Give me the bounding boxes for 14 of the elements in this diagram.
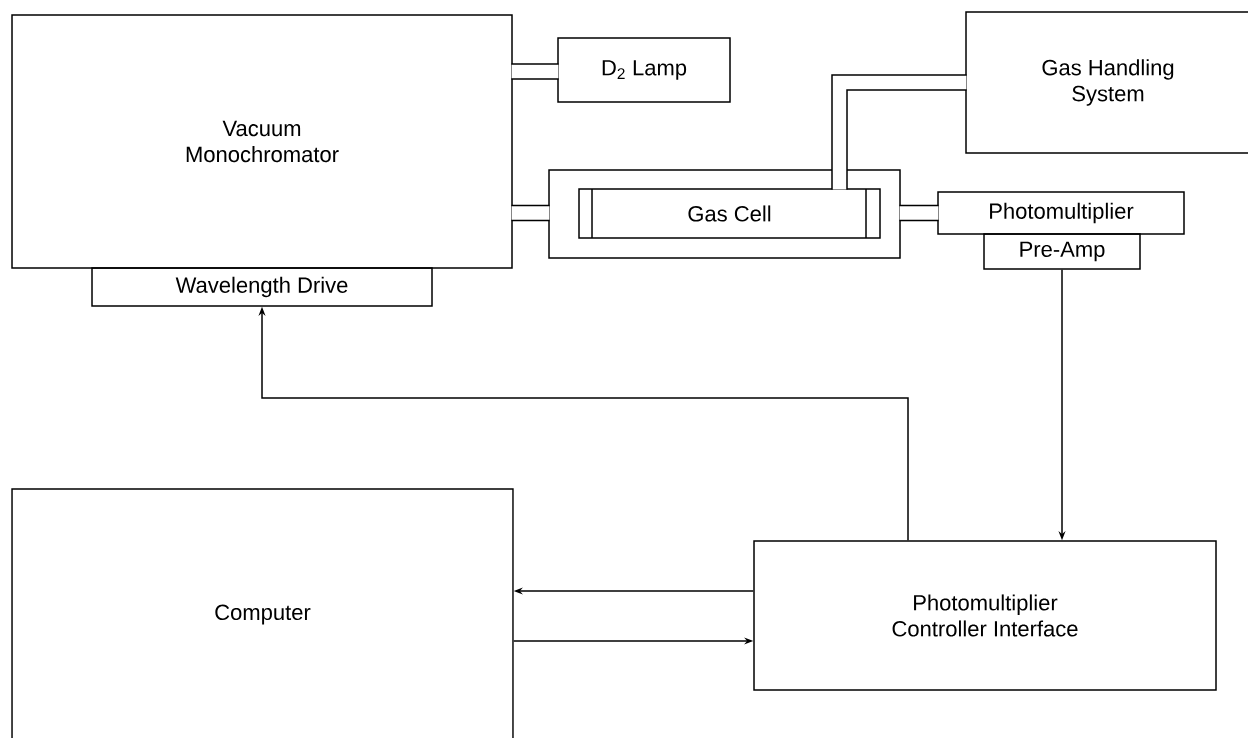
lamp-box: D$_{2}$ Lamp xyxy=(557,37,731,103)
gas-cell-box: Gas Cell xyxy=(578,188,881,239)
gas-system-box: Gas Handling System xyxy=(965,11,1248,154)
pipe xyxy=(511,204,550,222)
chamber-box xyxy=(548,169,901,259)
pipe xyxy=(511,63,559,80)
interface-box: Photomultiplier Controller Interface xyxy=(753,540,1217,691)
computer-box: Computer xyxy=(11,488,514,738)
drive-box: Wavelength Drive xyxy=(91,267,433,307)
pipe xyxy=(831,74,967,190)
monochromator-box: Vacuum Monochromator xyxy=(11,14,513,269)
preamp-box: Pre-Amp xyxy=(983,233,1141,270)
pipe xyxy=(899,204,939,222)
photomultiplier-box: Photomultiplier xyxy=(937,191,1185,235)
